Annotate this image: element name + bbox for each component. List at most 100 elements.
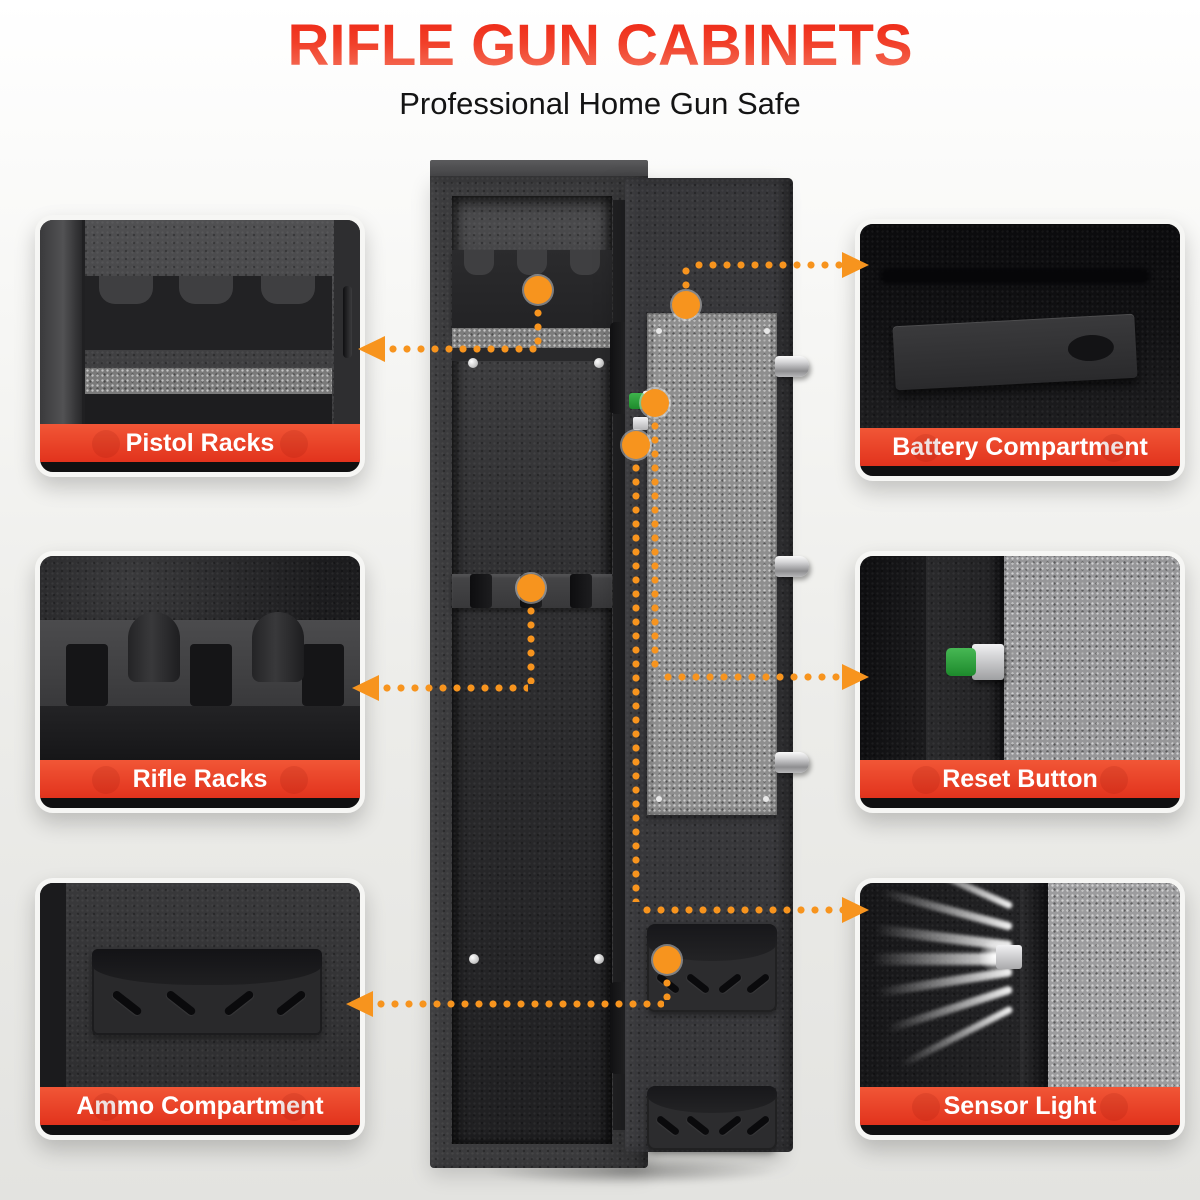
feature-label: Rifle Racks (40, 760, 360, 798)
panel-ridge (880, 268, 1150, 284)
vent-slit (165, 989, 197, 1017)
hinge-pin (343, 286, 352, 358)
carpet-shelf (452, 328, 612, 348)
vent-slit (685, 1114, 711, 1137)
rifle-slot (66, 644, 108, 706)
shelf-shadow (85, 394, 332, 424)
ammo-pocket-closeup (92, 949, 322, 1035)
reset-button-photo (860, 556, 1180, 760)
reset-connector (661, 673, 842, 681)
screw-icon (656, 796, 662, 802)
battery-marker-dot (672, 291, 700, 319)
rifle-foam-closeup (40, 612, 360, 706)
pistol-notch (517, 250, 547, 275)
arrow-right-icon (842, 897, 869, 923)
screw-icon (468, 358, 478, 368)
pistol-notch (464, 250, 494, 275)
rifle-racks-connector (380, 684, 528, 692)
vent-slit (655, 1114, 681, 1137)
screw-icon (594, 954, 604, 964)
carpet-shelf-closeup (85, 368, 332, 394)
battery-cover-plate (892, 313, 1138, 391)
door-frame-edge (860, 556, 926, 760)
lock-bolt (775, 556, 809, 577)
vent-slit (745, 972, 771, 995)
pistol-foam-closeup (85, 276, 332, 350)
vent-slit (223, 989, 255, 1017)
feature-label: Pistol Racks (40, 424, 360, 462)
callout-card-ammo-compartment: Ammo Compartment (35, 878, 365, 1140)
door-carpet-panel (647, 313, 777, 815)
battery-compartment-photo (860, 224, 1180, 428)
page-title: RIFLE GUN CABINETS (0, 15, 1200, 77)
callout-card-rifle-racks: Rifle Racks (35, 551, 365, 813)
pistol-racks-connector (386, 345, 538, 353)
vent-slit (111, 989, 143, 1017)
light-beam (860, 953, 1012, 965)
rifle-racks-photo (40, 556, 360, 760)
battery-connector (682, 264, 690, 292)
sensor-light-photo (860, 883, 1180, 1087)
reset-marker-dot (641, 389, 669, 417)
feature-label: Sensor Light (860, 1087, 1180, 1125)
hinge-edge (334, 220, 360, 424)
foam-lower-shadow (40, 706, 360, 760)
feature-label: Battery Compartment (860, 428, 1180, 466)
arrow-right-icon (842, 664, 869, 690)
vent-slit (275, 989, 307, 1017)
vent-slit (717, 1114, 743, 1137)
reset-button-closeup (946, 648, 976, 676)
ammo-marker-dot (653, 946, 681, 974)
rifle-slot (190, 644, 232, 706)
pistol-racks-photo (40, 220, 360, 424)
feature-label: Ammo Compartment (40, 1087, 360, 1125)
sensor-connector (640, 906, 842, 914)
lock-bolt (775, 356, 809, 377)
cabinet-top-face (430, 160, 648, 178)
rifle-slot (570, 574, 592, 608)
pistol-notch (179, 276, 233, 304)
lock-bolt (775, 752, 809, 773)
vent-slit (717, 972, 743, 995)
pistol-racks-marker-dot (524, 276, 552, 304)
pistol-notch (570, 250, 600, 275)
pistol-racks-connector (534, 306, 542, 348)
pocket-flap (92, 949, 322, 985)
pistol-notch (261, 276, 315, 304)
frame-edge (40, 220, 85, 424)
door-edge (40, 883, 66, 1087)
feature-label: Reset Button (860, 760, 1180, 798)
arrow-left-icon (352, 675, 379, 701)
reset-collar-closeup (972, 644, 1004, 680)
ammo-connector (374, 1000, 664, 1008)
rifle-slot (470, 574, 492, 608)
arrow-left-icon (358, 336, 385, 362)
screw-icon (656, 328, 662, 334)
ammo-compartment-photo (40, 883, 360, 1087)
screw-icon (469, 954, 479, 964)
screw-icon (764, 328, 770, 334)
arrow-right-icon (842, 252, 869, 278)
screw-icon (763, 796, 769, 802)
vent-slit (745, 1114, 771, 1137)
ammo-pocket-lower (647, 1086, 777, 1150)
callout-card-sensor-light: Sensor Light (855, 878, 1185, 1140)
rifle-slot (302, 644, 344, 706)
vent-slit (685, 972, 711, 995)
door-edge (1020, 883, 1048, 1087)
ammo-connector (663, 976, 671, 1000)
pistol-notch (99, 276, 153, 304)
rifle-racks-marker-dot (517, 574, 545, 602)
sensor-connector (632, 461, 640, 902)
callout-card-battery-compartment: Battery Compartment (855, 219, 1185, 481)
callout-card-reset-button: Reset Button (855, 551, 1185, 813)
callout-card-pistol-racks: Pistol Racks (35, 215, 365, 477)
sensor-closeup (996, 945, 1022, 969)
foam-cylinder (252, 612, 304, 682)
thumb-recess (1067, 333, 1115, 363)
pocket-flap (647, 1086, 777, 1113)
screw-icon (594, 358, 604, 368)
page-subtitle: Professional Home Gun Safe (399, 86, 801, 121)
reset-connector (651, 419, 659, 673)
